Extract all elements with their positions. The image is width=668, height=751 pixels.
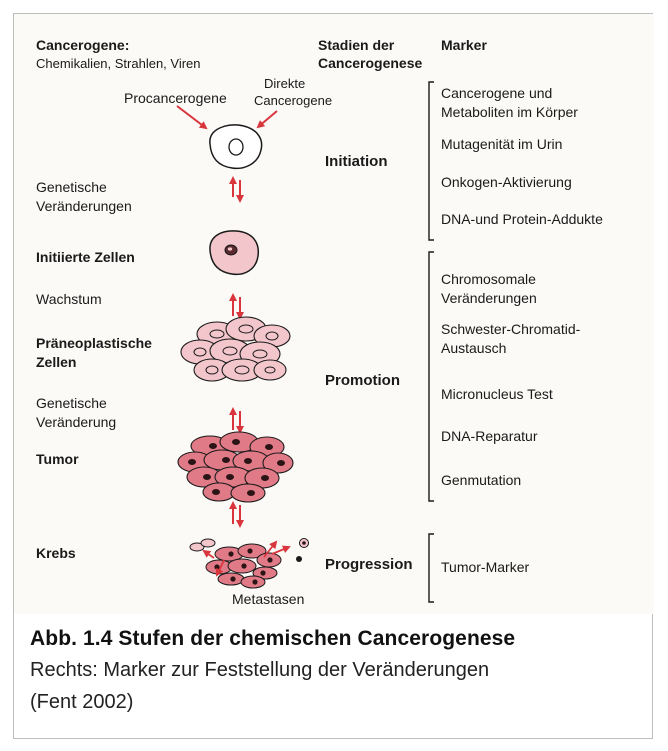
stage-progression: Progression [325, 556, 413, 573]
cancerogene-title: Cancerogene: [36, 37, 129, 53]
stage-promotion: Promotion [325, 372, 400, 389]
marker-chromosomale-line1: Chromosomale [441, 271, 536, 287]
marker-schwester-line2: Austausch [441, 340, 506, 356]
preneoplastic-cells-icon [181, 317, 290, 381]
marker-cancerogene-line2: Metaboliten im Körper [441, 104, 578, 120]
genetische-label-1-line1: Genetische [36, 179, 107, 195]
praeneoplastische-label-line2: Zellen [36, 354, 76, 370]
stadien-header-line2: Cancerogenese [318, 55, 422, 71]
marker-chromosomale-line2: Veränderungen [441, 290, 537, 306]
krebs-label: Krebs [36, 545, 76, 561]
genetische-label-1-line2: Veränderungen [36, 198, 132, 214]
stage-arrow-2-icon [233, 295, 240, 318]
cancerogenesis-diagram: Cancerogene: Chemikalien, Strahlen, Vire… [14, 14, 654, 614]
direkte-label-line2: Cancerogene [254, 93, 332, 108]
marker-dna-reparatur: DNA-Reparatur [441, 428, 538, 444]
stadien-header-line1: Stadien der [318, 37, 395, 53]
marker-onkogen: Onkogen-Aktivierung [441, 174, 572, 190]
marker-tumor: Tumor-Marker [441, 559, 529, 575]
marker-header: Marker [441, 37, 487, 53]
marker-cancerogene-line1: Cancerogene und [441, 85, 552, 101]
caption-title: Abb. 1.4 Stufen der chemischen Canceroge… [30, 624, 645, 654]
stage-arrow-1-icon [233, 178, 240, 201]
marker-mutagenitaet: Mutagenität im Urin [441, 136, 562, 152]
procancerogene-label: Procancerogene [124, 90, 227, 106]
tumor-cells-icon [178, 432, 293, 502]
procancerogene-arrow [177, 106, 206, 128]
initiation-bracket [429, 82, 434, 240]
marker-genmutation: Genmutation [441, 472, 521, 488]
initiierte-zellen-label: Initiierte Zellen [36, 249, 135, 265]
marker-schwester-line1: Schwester-Chromatid- [441, 321, 581, 337]
initiated-cell-icon [210, 231, 258, 274]
marker-micronucleus: Micronucleus Test [441, 386, 553, 402]
stage-arrow-4-icon [233, 503, 240, 526]
caption-line-1: Rechts: Marker zur Feststellung der Verä… [30, 654, 645, 686]
promotion-bracket [429, 252, 434, 501]
tumor-label: Tumor [36, 451, 79, 467]
wachstum-label: Wachstum [36, 291, 102, 307]
progression-bracket [429, 534, 434, 602]
figure-frame: Cancerogene: Chemikalien, Strahlen, Vire… [13, 13, 653, 739]
cancerogene-subtitle: Chemikalien, Strahlen, Viren [36, 56, 201, 71]
stage-arrow-3-icon [233, 409, 240, 432]
marker-addukte: DNA-und Protein-Addukte [441, 211, 603, 227]
stage-initiation: Initiation [325, 153, 388, 170]
metastasen-label: Metastasen [232, 591, 304, 607]
genetische-label-2-line2: Veränderung [36, 414, 116, 430]
praeneoplastische-label-line1: Präneoplastische [36, 335, 152, 351]
direkte-label-line1: Direkte [264, 76, 305, 91]
figure-caption: Abb. 1.4 Stufen der chemischen Canceroge… [30, 624, 645, 718]
normal-cell-icon [210, 125, 262, 169]
caption-line-2: (Fent 2002) [30, 686, 645, 718]
genetische-label-2-line1: Genetische [36, 395, 107, 411]
cancer-metastases-icon [190, 539, 309, 589]
direkte-cancerogene-arrow [258, 111, 277, 127]
